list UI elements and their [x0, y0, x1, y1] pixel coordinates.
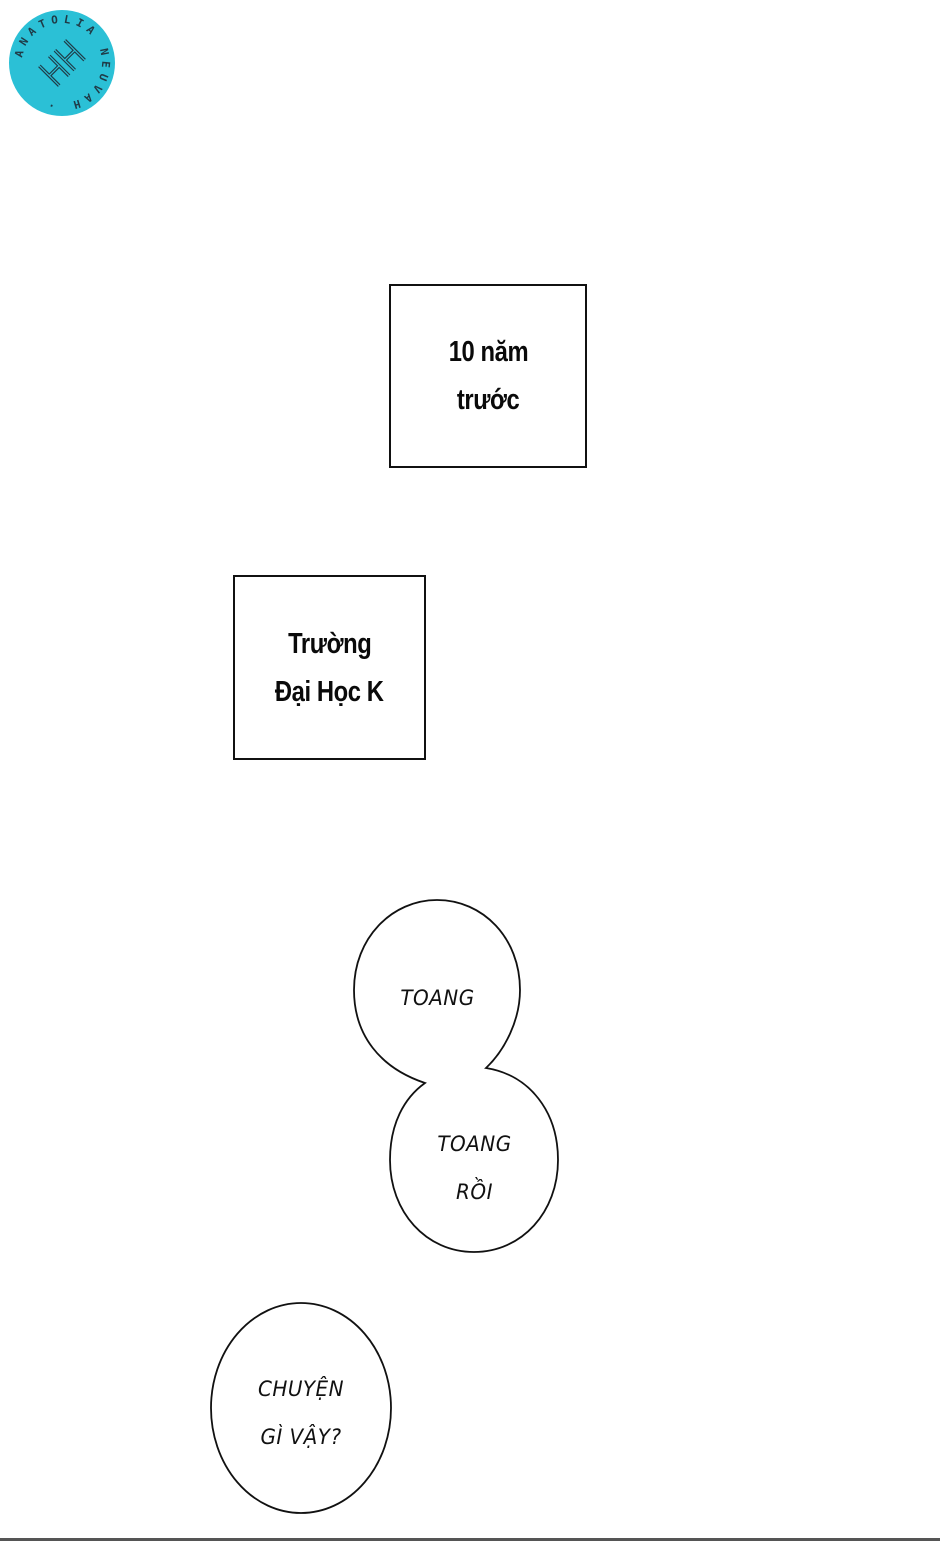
caption-line: 10 năm [448, 336, 528, 368]
bubble-line: TOANG [437, 1132, 512, 1156]
scanlation-group-logo-icon: ANATOLIA NEUVAH · [9, 10, 115, 116]
bubble-line: RỒI [456, 1180, 493, 1204]
speech-bubble-text: CHUYỆN GÌ VẬY? [212, 1365, 390, 1461]
caption-line: Trường [287, 627, 372, 660]
caption-line: trước [456, 384, 520, 416]
speech-bubble-text: TOANG [355, 974, 520, 1022]
page-divider [0, 1538, 940, 1541]
caption-box-time: 10 năm trước [389, 284, 587, 468]
speech-bubble-text: TOANG RỒI [392, 1120, 557, 1216]
bubble-line: CHUYỆN [257, 1377, 345, 1401]
caption-box-location: Trường Đại Học K [233, 575, 426, 760]
bubble-line: GÌ VẬY? [260, 1425, 342, 1449]
caption-line: Đại Học K [275, 675, 384, 708]
bubble-line: TOANG [400, 986, 475, 1010]
logo: ANATOLIA NEUVAH · [8, 9, 116, 117]
